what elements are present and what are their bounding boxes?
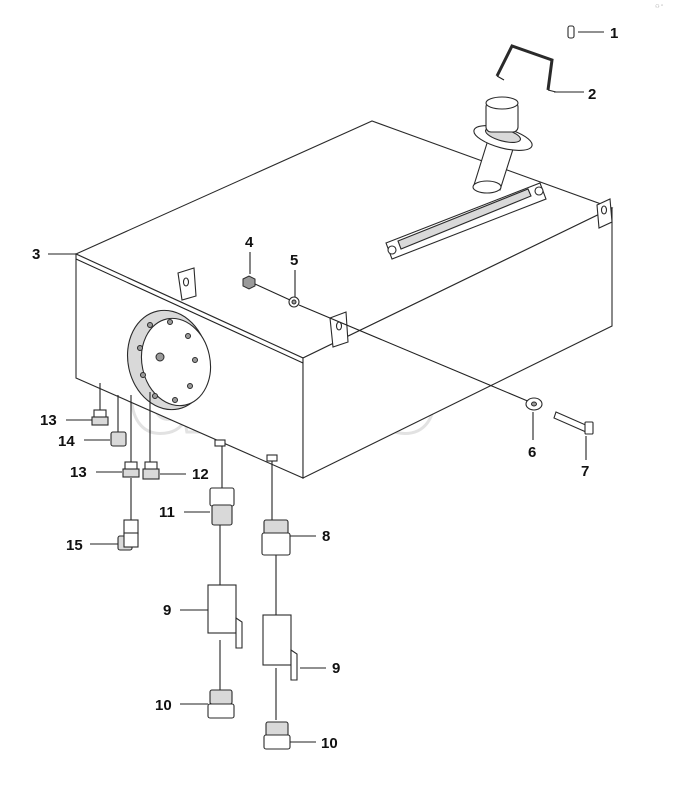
fitting-10b — [263, 721, 291, 750]
callout-13-top: 13 — [40, 412, 57, 429]
callout-10-right: 10 — [321, 735, 338, 752]
bolt-axis-line-b — [298, 304, 531, 403]
fitting-13a — [91, 409, 109, 426]
callout-2: 2 — [588, 86, 596, 103]
callout-15: 15 — [66, 537, 83, 554]
callout-1: 1 — [610, 25, 618, 42]
access-cover-plate — [126, 309, 212, 411]
hex-nut — [242, 275, 256, 290]
callout-14: 14 — [58, 433, 75, 450]
tank-edge-line — [75, 258, 304, 364]
corner-mark: ⚇ ⁿ — [655, 4, 663, 10]
coupling-9a — [207, 584, 243, 649]
callout-3: 3 — [32, 246, 40, 263]
callout-6: 6 — [528, 444, 536, 461]
retaining-pin — [567, 25, 575, 39]
cover-plug — [155, 352, 165, 362]
hex-bolt — [553, 411, 594, 435]
callout-11: 11 — [159, 504, 175, 521]
callout-8: 8 — [322, 528, 330, 545]
callout-4: 4 — [245, 234, 254, 251]
plug-14 — [110, 431, 127, 447]
cap-retaining-strap — [495, 44, 557, 93]
callout-10-left: 10 — [155, 697, 172, 714]
callout-12: 12 — [192, 466, 209, 483]
coupling-9b — [262, 614, 298, 681]
elbow-15 — [117, 519, 139, 551]
port-left — [214, 439, 226, 447]
callout-9-left: 9 — [163, 602, 171, 619]
tank-side-face — [302, 207, 613, 479]
fitting-13b — [122, 461, 140, 478]
sight-gauge — [385, 182, 547, 260]
mount-bracket-right — [596, 198, 613, 229]
flat-washer — [525, 397, 543, 411]
callout-13-bottom: 13 — [70, 464, 87, 481]
mount-bracket-left — [177, 267, 197, 301]
mount-bracket-front — [329, 311, 349, 348]
callout-leaders — [48, 31, 604, 743]
callout-7: 7 — [581, 463, 589, 480]
fitting-10a — [207, 689, 235, 719]
fitting-8 — [261, 519, 291, 556]
callout-5: 5 — [290, 252, 298, 269]
bolt-axis-line-a — [254, 283, 291, 301]
callout-labels: 1 2 3 4 5 6 7 8 9 9 10 10 11 12 13 14 13… — [32, 25, 618, 752]
fitting-11 — [209, 487, 235, 526]
lock-washer — [288, 296, 300, 308]
fitting-12 — [142, 461, 160, 480]
filler-neck — [472, 96, 533, 194]
callout-9-right: 9 — [332, 660, 340, 677]
port-right — [266, 454, 278, 462]
